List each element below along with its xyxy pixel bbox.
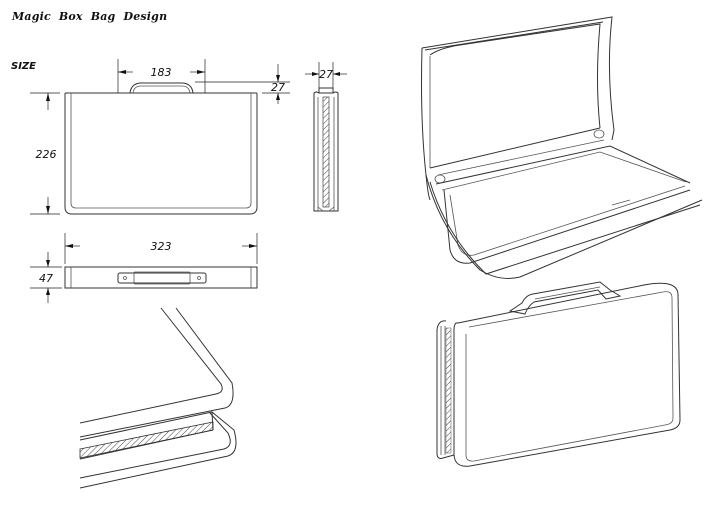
top-handle (117, 272, 207, 284)
diagram-title: Magic Box Bag Design (12, 10, 168, 23)
corner-hatched-core (79, 421, 214, 459)
front-view: 183 27 226 (30, 59, 290, 215)
dim-handle-height: 27 (271, 81, 285, 94)
front-inner-panel (70, 93, 252, 209)
size-label: SIZE (11, 61, 37, 72)
dim-handle-width: 183 (151, 66, 172, 79)
dim-bottom-thickness: 47 (39, 272, 53, 285)
dim-width: 323 (151, 240, 172, 253)
front-handle (129, 82, 194, 94)
front-outer-body (64, 93, 258, 215)
top-view: 323 47 (30, 233, 258, 303)
side-hatched-core (322, 96, 330, 208)
corner-detail-view (79, 307, 237, 489)
closed-handle (508, 281, 622, 315)
open-perspective-view (421, 16, 703, 279)
dim-height: 226 (36, 148, 57, 161)
closed-perspective-view (436, 281, 681, 467)
dim-depth: 27 (319, 68, 333, 81)
side-view: 27 (305, 62, 347, 212)
